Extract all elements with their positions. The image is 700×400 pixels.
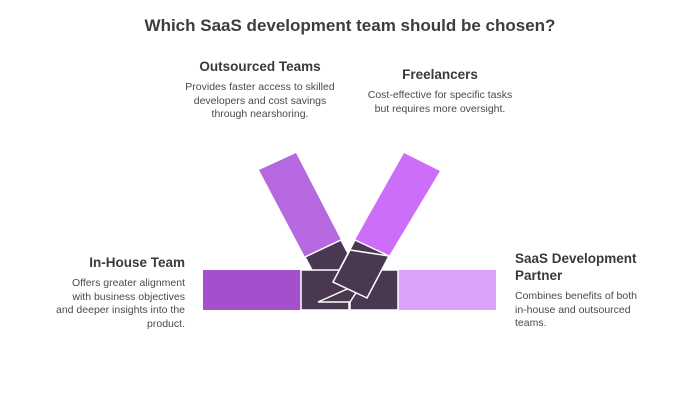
freelancers-bar — [355, 153, 440, 256]
in-house-heading: In-House Team — [89, 255, 185, 270]
partner-description: Combines benefits of both in-house and o… — [515, 290, 637, 329]
page-title: Which SaaS development team should be ch… — [144, 16, 556, 35]
in-house-label: In-House Team Offers greater alignment w… — [55, 254, 185, 331]
in-house-bar — [203, 270, 301, 310]
in-house-description: Offers greater alignment with business o… — [55, 277, 185, 330]
freelancers-description: Cost-effective for specific tasks but re… — [367, 89, 513, 115]
partner-bar — [398, 270, 496, 310]
outsourced-label: Outsourced Teams Provides faster access … — [185, 58, 335, 122]
outsourced-description: Provides faster access to skilled develo… — [185, 81, 335, 120]
joint-piece-top-right — [331, 249, 391, 299]
freelancers-label: Freelancers Cost-effective for specific … — [365, 66, 515, 116]
freelancers-heading: Freelancers — [402, 67, 478, 82]
outsourced-bar — [259, 153, 341, 257]
partner-heading: SaaS Development Partner — [515, 251, 637, 283]
partner-label: SaaS Development Partner Combines benefi… — [515, 250, 640, 331]
outsourced-heading: Outsourced Teams — [199, 59, 321, 74]
